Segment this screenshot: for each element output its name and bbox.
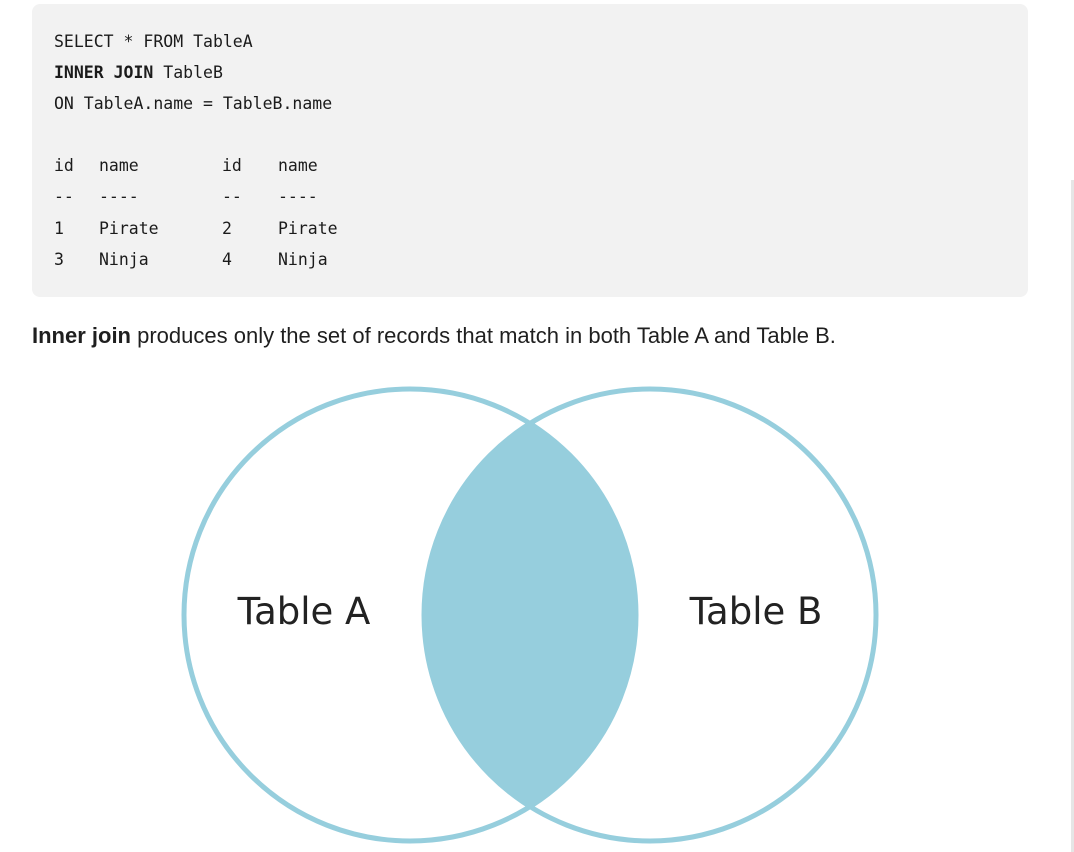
code-block: SELECT * FROM TableA INNER JOIN TableB O… bbox=[32, 4, 1028, 297]
description-text: produces only the set of records that ma… bbox=[131, 323, 836, 348]
code-line-select: SELECT * FROM TableA bbox=[54, 32, 253, 52]
venn-circle-a-outline bbox=[181, 386, 639, 844]
result-separator: ---- bbox=[99, 187, 139, 206]
result-separator: -- bbox=[222, 187, 242, 206]
code-keyword: INNER JOIN bbox=[54, 63, 154, 82]
result-cell: 4 bbox=[222, 250, 232, 269]
result-cell: Pirate bbox=[278, 219, 338, 238]
result-header-id-b: id bbox=[222, 156, 242, 175]
description: Inner join produces only the set of reco… bbox=[32, 322, 836, 350]
venn-intersection bbox=[424, 389, 636, 841]
result-header-name-b: name bbox=[278, 156, 318, 175]
result-cell: Pirate bbox=[99, 219, 159, 238]
code-line-on: ON TableA.name = TableB.name bbox=[54, 94, 332, 114]
code-plain: SELECT * FROM TableA bbox=[54, 32, 253, 51]
code-line-inner-join: INNER JOIN TableB bbox=[54, 63, 223, 83]
result-cell: 3 bbox=[54, 250, 64, 269]
venn-label-table-a: Table A bbox=[237, 590, 371, 633]
venn-circle-b-outline bbox=[421, 386, 879, 844]
result-cell: 1 bbox=[54, 219, 64, 238]
result-separator: -- bbox=[54, 187, 74, 206]
description-bold: Inner join bbox=[32, 323, 131, 348]
scrollbar[interactable] bbox=[1071, 180, 1074, 852]
result-header-name-a: name bbox=[99, 156, 139, 175]
result-cell: Ninja bbox=[278, 250, 328, 269]
venn-label-table-b: Table B bbox=[689, 590, 823, 633]
result-cell: 2 bbox=[222, 219, 232, 238]
result-separator: ---- bbox=[278, 187, 318, 206]
code-plain: TableB bbox=[153, 63, 223, 82]
code-plain: ON TableA.name = TableB.name bbox=[54, 94, 333, 113]
result-header-id-a: id bbox=[54, 156, 74, 175]
result-cell: Ninja bbox=[99, 250, 149, 269]
